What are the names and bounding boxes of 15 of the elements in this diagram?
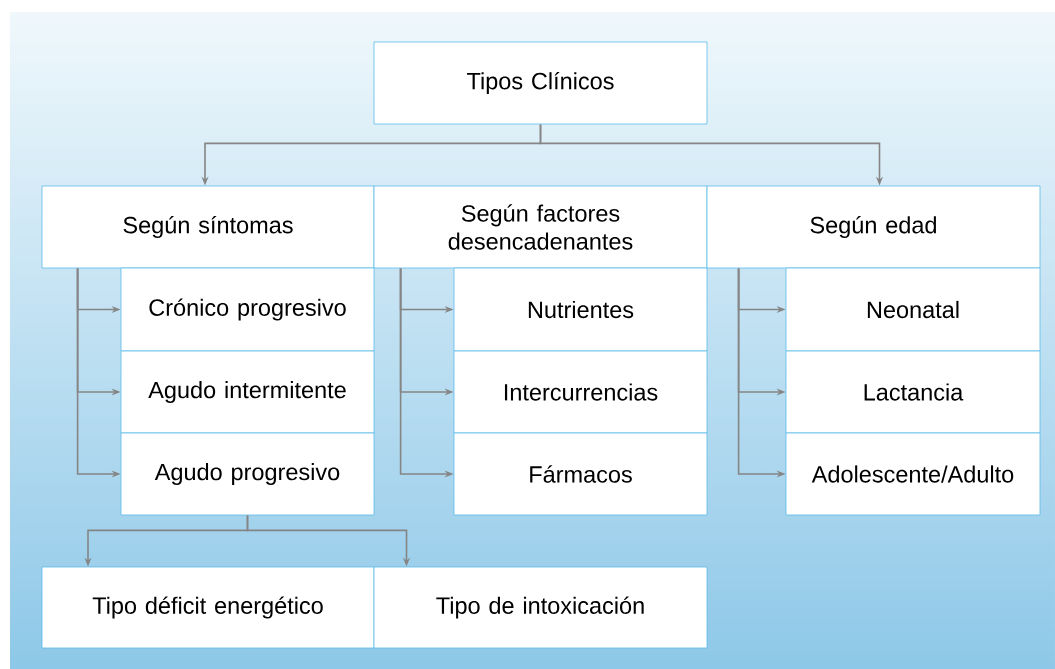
category-box: Intercurrencias — [453, 350, 708, 434]
category-box: Según edad — [706, 185, 1041, 269]
category-box: Según síntomas — [41, 185, 375, 269]
category-box: Neonatal — [785, 267, 1041, 352]
category-box: Tipo déficit energético — [41, 566, 375, 649]
category-box: Según factores desencadenantes — [373, 185, 708, 269]
category-box: Tipos Clínicos — [373, 41, 708, 125]
category-box: Nutrientes — [453, 267, 708, 352]
category-box: Adolescente/Adulto — [785, 432, 1041, 516]
category-box: Agudo progresivo — [120, 432, 375, 516]
category-box: Tipo de intoxicación — [373, 566, 708, 649]
category-box: Crónico progresivo — [120, 267, 375, 352]
category-box: Agudo intermitente — [120, 350, 375, 434]
category-box: Lactancia — [785, 350, 1041, 434]
category-box: Fármacos — [453, 432, 708, 516]
